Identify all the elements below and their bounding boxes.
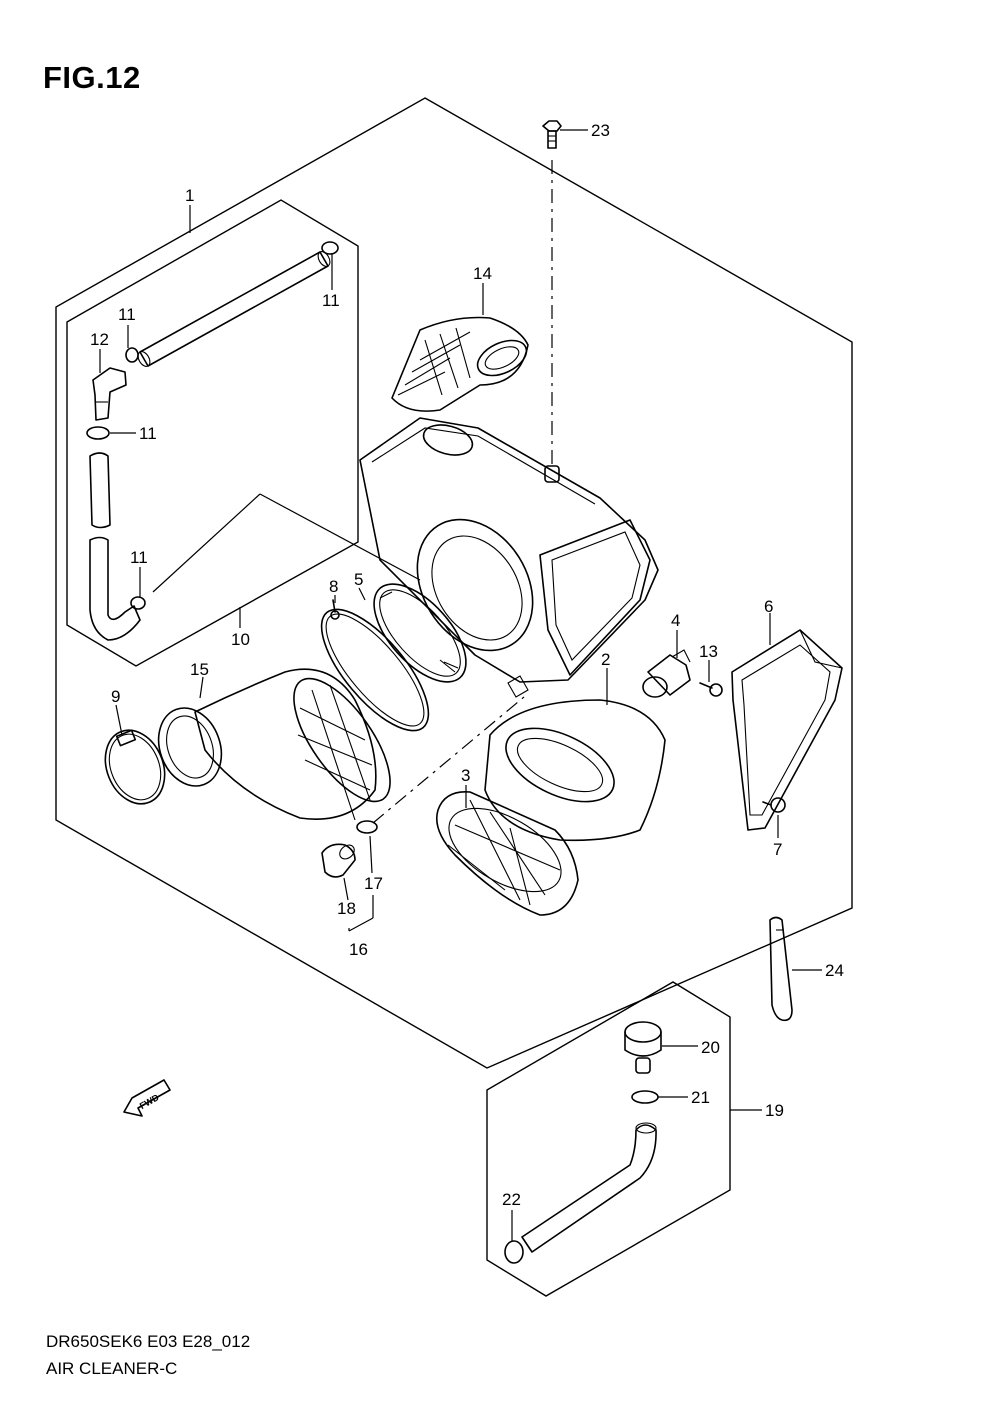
model-code: DR650SEK6 E03 E28_012 bbox=[46, 1332, 251, 1351]
callout-8: 8 bbox=[329, 577, 338, 596]
breather-cap-20[interactable] bbox=[624, 1021, 662, 1074]
callout-11-top: 11 bbox=[322, 291, 340, 310]
breather-hose-11a[interactable] bbox=[136, 250, 333, 369]
screen-5[interactable] bbox=[358, 568, 483, 697]
callout-5: 5 bbox=[354, 570, 363, 589]
clamp-21[interactable] bbox=[631, 1090, 659, 1104]
clamp-11-lower[interactable] bbox=[86, 426, 110, 440]
clamp-22[interactable] bbox=[504, 1240, 524, 1264]
cover-6[interactable] bbox=[731, 629, 843, 831]
callout-16: 16 bbox=[349, 940, 368, 959]
hose-bent-10[interactable] bbox=[89, 536, 141, 641]
callout-12: 12 bbox=[90, 330, 109, 349]
callout-10: 10 bbox=[231, 630, 250, 649]
drain-subassembly-frame-19 bbox=[486, 981, 731, 1297]
air-cleaner-case[interactable] bbox=[359, 417, 659, 698]
callout-11-lower: 11 bbox=[130, 548, 148, 567]
fwd-arrow-icon: FWD bbox=[123, 1079, 171, 1117]
element-cage-3[interactable] bbox=[435, 791, 579, 916]
callout-17: 17 bbox=[364, 874, 383, 893]
callout-6: 6 bbox=[764, 597, 773, 616]
svg-text:FWD: FWD bbox=[138, 1092, 161, 1111]
callout-2: 2 bbox=[601, 650, 610, 669]
callout-11-mid: 11 bbox=[139, 424, 157, 443]
drain-plug-18[interactable] bbox=[321, 842, 357, 878]
joint-12[interactable] bbox=[92, 367, 127, 421]
clamp-11-mid[interactable] bbox=[125, 347, 139, 363]
hose-19[interactable] bbox=[521, 1122, 657, 1253]
clamp-11-top[interactable] bbox=[321, 241, 339, 255]
clamp-17[interactable] bbox=[356, 820, 378, 834]
hose-straight[interactable] bbox=[89, 452, 111, 529]
screw-7[interactable] bbox=[762, 797, 786, 813]
callout-11-upper: 11 bbox=[118, 305, 136, 324]
clamp-11-bottom[interactable] bbox=[130, 596, 146, 610]
callout-1: 1 bbox=[185, 186, 194, 205]
bolt-23[interactable] bbox=[542, 120, 562, 149]
air-duct-14[interactable] bbox=[391, 316, 532, 412]
callout-4: 4 bbox=[671, 611, 680, 630]
callout-15: 15 bbox=[190, 660, 209, 679]
gasket-ring[interactable] bbox=[304, 593, 446, 746]
callout-7: 7 bbox=[773, 840, 782, 859]
callout-22: 22 bbox=[502, 1190, 521, 1209]
air-filter-element-2[interactable] bbox=[484, 699, 666, 842]
figure-title: FIG.12 bbox=[43, 60, 141, 95]
callout-24: 24 bbox=[825, 961, 844, 980]
bushing-4[interactable] bbox=[642, 649, 691, 698]
holder-24[interactable] bbox=[769, 916, 793, 1022]
callout-19: 19 bbox=[765, 1101, 784, 1120]
callout-23: 23 bbox=[591, 121, 610, 140]
screw-13[interactable] bbox=[699, 682, 723, 697]
hose-subassembly-frame-1 bbox=[66, 199, 359, 667]
callout-9: 9 bbox=[111, 687, 120, 706]
main-assembly-frame bbox=[55, 97, 853, 1069]
callout-3: 3 bbox=[461, 766, 470, 785]
intake-boot-15[interactable] bbox=[148, 664, 408, 821]
callout-14: 14 bbox=[473, 264, 492, 283]
clamp-9[interactable] bbox=[95, 721, 175, 812]
callout-13: 13 bbox=[699, 642, 718, 661]
callout-18: 18 bbox=[337, 899, 356, 918]
figure-name: AIR CLEANER-C bbox=[46, 1359, 178, 1378]
callout-21: 21 bbox=[691, 1088, 710, 1107]
leader-lines bbox=[99, 129, 822, 1241]
callout-20: 20 bbox=[701, 1038, 720, 1057]
